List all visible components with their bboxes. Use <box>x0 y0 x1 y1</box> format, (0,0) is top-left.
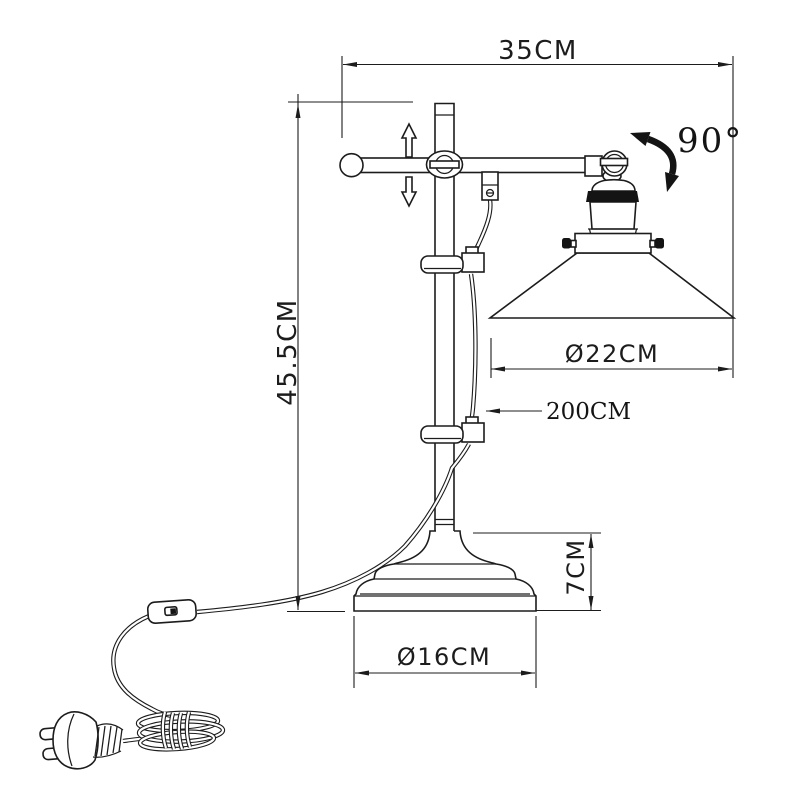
clamp-screw-slot <box>429 160 460 169</box>
dimension-overall-width: 35CM <box>341 36 734 378</box>
rotation-arc <box>646 135 677 175</box>
lamp-head <box>487 150 737 319</box>
dimension-base-diameter: Ø16CM <box>353 616 537 688</box>
dimension-cable-length: 200CM <box>486 399 631 425</box>
adjust-arrow-down <box>400 176 418 208</box>
plug-strain-relief <box>92 723 124 758</box>
cable-clip-lower <box>420 416 485 444</box>
rib-5 <box>118 728 123 753</box>
coil-wrap-4-core <box>185 711 192 748</box>
lamp-arm <box>339 150 603 201</box>
rib-1 <box>94 726 100 757</box>
rib-2 <box>100 725 106 757</box>
cable-clip-upper <box>420 246 485 274</box>
dimension-shade-diameter: Ø22CM <box>490 338 732 378</box>
clip-band <box>420 425 464 444</box>
holder-screw-right-stem <box>649 239 656 248</box>
rotation-arrowhead-lower <box>665 172 679 192</box>
head-tilt-label: 90° <box>677 121 743 161</box>
rotation-arrowhead-upper <box>630 132 651 146</box>
base-height-label: 7CM <box>562 538 590 595</box>
switch-cord-core <box>112 614 173 718</box>
holder-screw-left <box>562 238 571 249</box>
shade-holder <box>574 232 652 254</box>
cable-length-label: 200CM <box>546 399 631 425</box>
clip-block <box>461 422 485 443</box>
dimension-overall-height: 45.5CM <box>273 94 413 613</box>
socket-flange-side-right <box>634 228 638 234</box>
arm-end-cap <box>584 155 603 177</box>
arm-connector-box <box>481 171 499 201</box>
dimension-head-tilt: 90° <box>677 121 743 161</box>
base-profile <box>353 530 537 612</box>
plug-body <box>52 711 99 770</box>
overall-width-label: 35CM <box>498 36 578 66</box>
socket-body <box>589 201 637 230</box>
coil-loop-3-core <box>138 730 216 751</box>
arm-bar <box>356 157 591 174</box>
height-adjust-arrows <box>400 122 418 208</box>
head-pivot-slot <box>599 157 629 167</box>
power-cord-assembly <box>39 599 226 770</box>
socket-dome <box>591 178 636 192</box>
dimension-base-height: 7CM <box>473 532 601 612</box>
coil-wrap-2-core <box>169 712 176 750</box>
dimension-annotations: 35CM 45.5CM Ø22CM 200CM 7CM <box>273 36 743 688</box>
switch-cord-outline <box>111 613 173 719</box>
clip-band <box>420 255 464 274</box>
rib-3 <box>106 725 112 756</box>
rib-top-edge <box>96 723 124 731</box>
holder-screw-left-stem <box>570 239 577 248</box>
cable-sweep-core <box>196 443 470 614</box>
cord-coil <box>135 710 226 752</box>
lamp <box>196 102 737 615</box>
holder-screw-right <box>655 238 664 249</box>
adjust-arrow-up <box>400 122 418 158</box>
head-rotation-indicator <box>630 132 679 192</box>
coil-wrap-3-core <box>177 712 184 750</box>
switch-button-dot <box>170 608 177 615</box>
coil-wrap-1-core <box>161 711 168 749</box>
socket-flange-side-left <box>588 228 592 234</box>
arm-ball-handle <box>339 152 364 178</box>
rib-4 <box>112 726 118 754</box>
base-diameter-label: Ø16CM <box>397 643 491 671</box>
inline-switch <box>146 599 197 624</box>
connector-screw <box>485 188 495 198</box>
pole-outline <box>434 102 455 531</box>
clip-block <box>461 252 485 273</box>
lamp-base <box>353 530 537 612</box>
power-plug <box>39 711 124 770</box>
shade-diameter-label: Ø22CM <box>565 340 659 368</box>
shade-cone <box>487 252 737 319</box>
plug-face-seam <box>67 713 75 767</box>
overall-height-label: 45.5CM <box>273 298 303 405</box>
socket-band <box>586 191 639 202</box>
